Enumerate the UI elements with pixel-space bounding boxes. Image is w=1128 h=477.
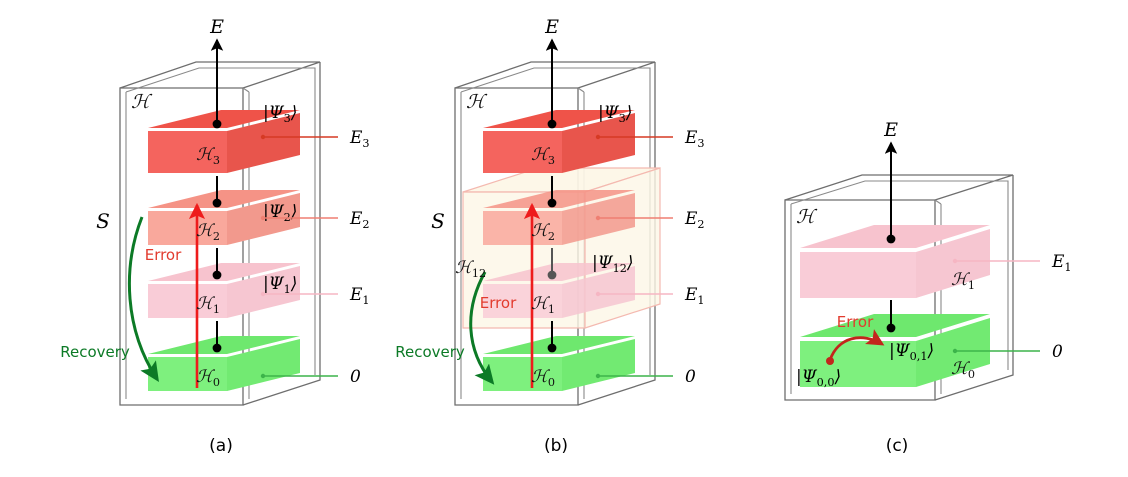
panel-a-energy-axis — [210, 38, 224, 129]
panel-a-system-label: S — [96, 209, 110, 233]
panel-b-recovery-arrow — [469, 271, 495, 385]
panel-c-caption: (c) — [886, 436, 909, 456]
panel-b-energy-0: 0 — [685, 367, 696, 387]
panel-c: E Error ℋ |Ψ0,1⟩ |Ψ0,0⟩ ℋ1 ℋ0 E1 — [784, 119, 1072, 456]
panel-b-level-3-name: ℋ3 — [531, 145, 555, 167]
panel-a-ket-1: |Ψ1⟩ — [263, 274, 297, 296]
panel-b-level-0-name: ℋ0 — [531, 367, 555, 389]
panel-c-level-0 — [800, 314, 990, 387]
panel-c-gap-connector — [886, 300, 896, 333]
panel-a-level-2 — [148, 190, 300, 245]
panel-c-energy-label: E — [883, 119, 898, 141]
panel-b-ket-12: |Ψ12⟩ — [592, 253, 634, 275]
panel-b: E Error Recovery ℋ S ℋ12 ℋ3 ℋ2 ℋ1 ℋ0 — [395, 16, 704, 456]
panel-b-leaders — [595, 134, 673, 379]
panel-c-level-1 — [800, 225, 990, 298]
panel-c-error-label: Error — [837, 313, 874, 331]
panel-b-h12-label: ℋ12 — [455, 258, 486, 280]
panel-a-level-3-name: ℋ3 — [196, 145, 220, 167]
panel-b-energy-3: E3 — [684, 128, 705, 150]
panel-a-recovery-arrow — [127, 216, 159, 383]
panel-c-hilbert-label: ℋ — [796, 206, 818, 228]
panel-b-energy-1: E1 — [684, 285, 705, 307]
panel-b-caption: (b) — [544, 436, 568, 456]
panel-a-level-0 — [148, 336, 300, 391]
panel-a-leaders — [260, 134, 338, 379]
panel-a-energy-1: E1 — [349, 285, 370, 307]
panel-a-energy-3: E3 — [349, 128, 370, 150]
panel-c-error-arrow — [828, 329, 885, 361]
panel-a-caption: (a) — [209, 436, 233, 456]
panel-b-ket-3: |Ψ3⟩ — [598, 103, 632, 125]
panel-c-error-origin-dot — [826, 357, 834, 365]
panel-c-energy-0: 0 — [1052, 342, 1063, 362]
panel-a-level-2-name: ℋ2 — [196, 221, 220, 243]
panel-a: E Error Recovery ℋ S ℋ3 ℋ2 ℋ1 ℋ0 — [60, 16, 369, 456]
panel-c-energy-axis — [884, 141, 898, 244]
panel-b-recovery-label: Recovery — [395, 343, 465, 361]
panel-b-energy-axis — [545, 38, 559, 129]
panel-b-level-3 — [483, 110, 635, 173]
panel-a-gap-connectors — [212, 176, 222, 353]
panel-a-level-1-name: ℋ1 — [196, 294, 220, 316]
panel-a-ket-2: |Ψ2⟩ — [263, 202, 297, 224]
panel-c-state-initial: |Ψ0,0⟩ — [796, 367, 841, 389]
panel-a-energy-label: E — [209, 16, 224, 38]
panel-c-state-final: |Ψ0,1⟩ — [889, 341, 934, 363]
panel-b-level-0 — [483, 336, 635, 391]
panel-c-level-1-name: ℋ1 — [951, 270, 975, 292]
panel-b-energy-2: E2 — [684, 209, 705, 231]
panel-b-energy-label: E — [544, 16, 559, 38]
panel-b-error-label: Error — [480, 294, 517, 312]
panel-a-energy-2: E2 — [349, 209, 370, 231]
panel-a-level-3 — [148, 110, 300, 173]
panel-a-ket-3: |Ψ3⟩ — [263, 103, 297, 125]
panel-b-gap-connectors — [547, 176, 557, 353]
panel-a-energy-0: 0 — [350, 367, 361, 387]
panel-b-level-2-name: ℋ2 — [531, 221, 555, 243]
panel-b-system-label: S — [431, 209, 445, 233]
panel-a-level-0-name: ℋ0 — [196, 367, 220, 389]
panel-b-hilbert-label: ℋ — [466, 91, 488, 113]
panel-b-level-1-name: ℋ1 — [531, 294, 555, 316]
panel-c-leaders — [952, 258, 1040, 354]
panel-a-error-label: Error — [145, 246, 182, 264]
panel-c-level-0-name: ℋ0 — [951, 359, 975, 381]
panel-a-recovery-label: Recovery — [60, 343, 130, 361]
panel-c-energy-1: E1 — [1051, 252, 1072, 274]
panel-a-hilbert-label: ℋ — [131, 91, 153, 113]
